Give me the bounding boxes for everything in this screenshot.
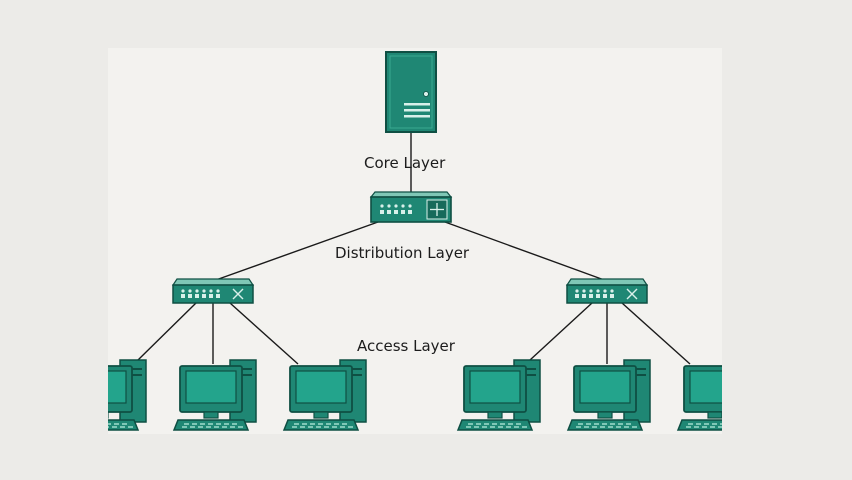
network-links	[137, 132, 691, 365]
computer-icon	[567, 359, 651, 431]
link-distribution-access-left	[212, 221, 379, 282]
switch-icon	[566, 278, 648, 304]
access-layer-label: Access Layer	[357, 337, 455, 355]
multilayer-switch-icon	[369, 191, 453, 223]
computer-icon	[283, 359, 367, 431]
core-layer-label: Core Layer	[364, 154, 446, 172]
link-right-switch-pc-3	[621, 302, 691, 365]
computer-icon	[677, 359, 722, 431]
link-distribution-access-right	[444, 221, 608, 282]
diagram-content	[108, 51, 722, 431]
link-left-switch-pc-1	[137, 302, 197, 361]
link-left-switch-pc-3	[229, 302, 299, 365]
computer-icon	[173, 359, 257, 431]
link-right-switch-pc-1	[529, 302, 593, 361]
computer-icon	[108, 359, 147, 431]
computer-icon	[457, 359, 541, 431]
server-icon	[385, 51, 437, 133]
distribution-layer-label: Distribution Layer	[335, 244, 470, 262]
switch-icon	[172, 278, 254, 304]
